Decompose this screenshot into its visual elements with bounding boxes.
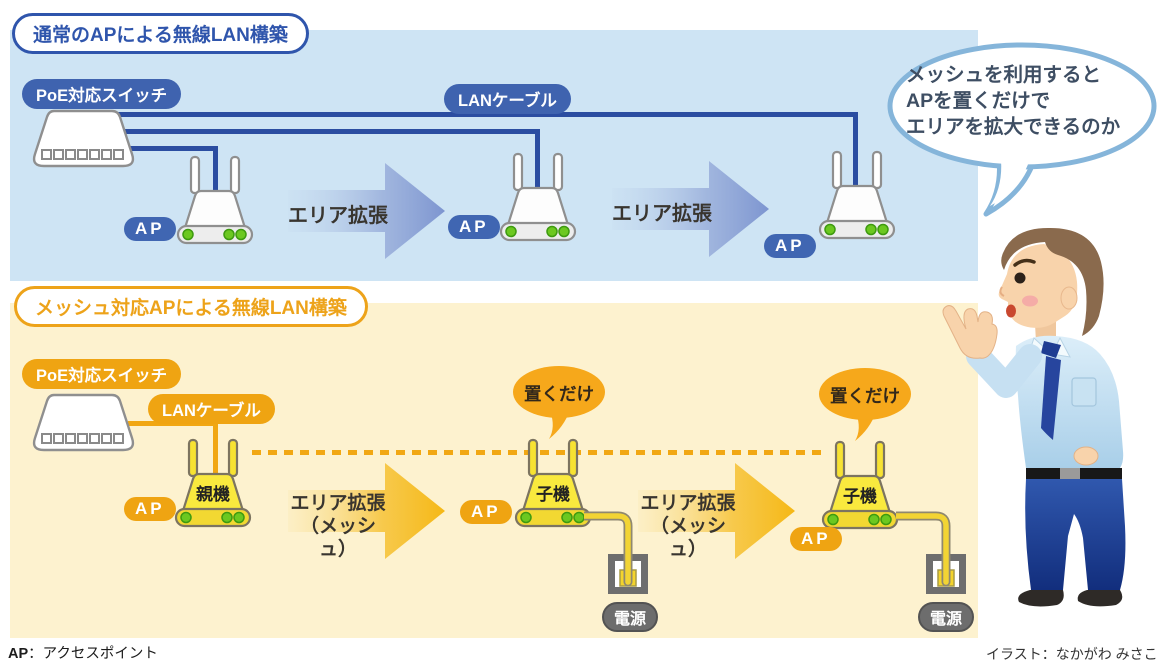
lan-cable-line (853, 112, 858, 195)
just-place-label: 置くだけ (830, 386, 900, 406)
area-expand-arrow: エリア拡張 (612, 158, 772, 265)
access-point-router (493, 152, 583, 247)
normal-ap-section-title: 通常のAPによる無線LAN構築 (12, 13, 309, 54)
access-point-router (812, 150, 902, 245)
lan-cable-line (110, 129, 540, 134)
ap-badge: AP (448, 215, 500, 239)
ap-badge: AP (764, 234, 816, 258)
speech-bubble (886, 42, 1158, 232)
child-router-label: 子機 (536, 485, 570, 504)
ap-badge: AP (790, 527, 842, 551)
arrow-label: エリア拡張 (612, 203, 712, 225)
lan-cable-line (110, 146, 218, 151)
parent-router-label: 親機 (196, 485, 230, 504)
lan-cable-line (213, 146, 218, 198)
arrow-label: エリア拡張 （メッシュ） (640, 493, 736, 560)
ap-badge: AP (124, 497, 176, 521)
arrow-label: エリア拡張 (288, 205, 388, 227)
mesh-ap-section-title: メッシュ対応APによる無線LAN構築 (14, 286, 368, 327)
lan-cable-label: LANケーブル (444, 84, 571, 114)
just-place-label: 置くだけ (524, 384, 594, 404)
just-place-balloon: 置くだけ (818, 367, 912, 452)
illustrator-credit: イラスト：なかがわ みさこ (986, 646, 1158, 662)
poe-switch-illustration (26, 108, 142, 175)
power-cable-outlet (891, 506, 972, 611)
poe-switch-label: PoE対応スイッチ (22, 79, 182, 109)
lan-cable-line (213, 421, 218, 479)
lan-cable-line (110, 112, 858, 117)
just-place-balloon: 置くだけ (512, 365, 606, 450)
speech-bubble-text: メッシュを利用すると APを置くだけで エリアを拡大できるのか (906, 64, 1121, 138)
ap-badge: AP (460, 500, 512, 524)
normal-ap-section-panel (10, 30, 978, 281)
person-illustration (920, 226, 1158, 621)
area-expand-mesh-arrow: エリア拡張 （メッシュ） (288, 460, 448, 567)
power-label: 電源 (602, 602, 659, 632)
area-expand-mesh-arrow: エリア拡張 （メッシュ） (638, 460, 798, 567)
arrow-label: エリア拡張 （メッシュ） (290, 493, 386, 560)
mesh-parent-router: 親機 (168, 438, 258, 533)
access-point-router (170, 155, 260, 250)
ap-badge: AP (124, 217, 176, 241)
power-label: 電源 (918, 602, 975, 632)
poe-switch-illustration (26, 392, 142, 459)
child-router-label: 子機 (843, 487, 877, 506)
mesh-ap-section-panel (10, 303, 978, 638)
mesh-child-router: 子機 (815, 440, 905, 535)
area-expand-arrow: エリア拡張 (288, 160, 448, 267)
poe-switch-label: PoE対応スイッチ (22, 359, 182, 389)
lan-cable-label: LANケーブル (148, 394, 275, 424)
power-cable-outlet (579, 506, 654, 611)
mesh-child-router: 子機 (508, 438, 598, 533)
lan-cable-line (535, 129, 540, 195)
ap-footnote: AP：アクセスポイント (8, 646, 158, 662)
